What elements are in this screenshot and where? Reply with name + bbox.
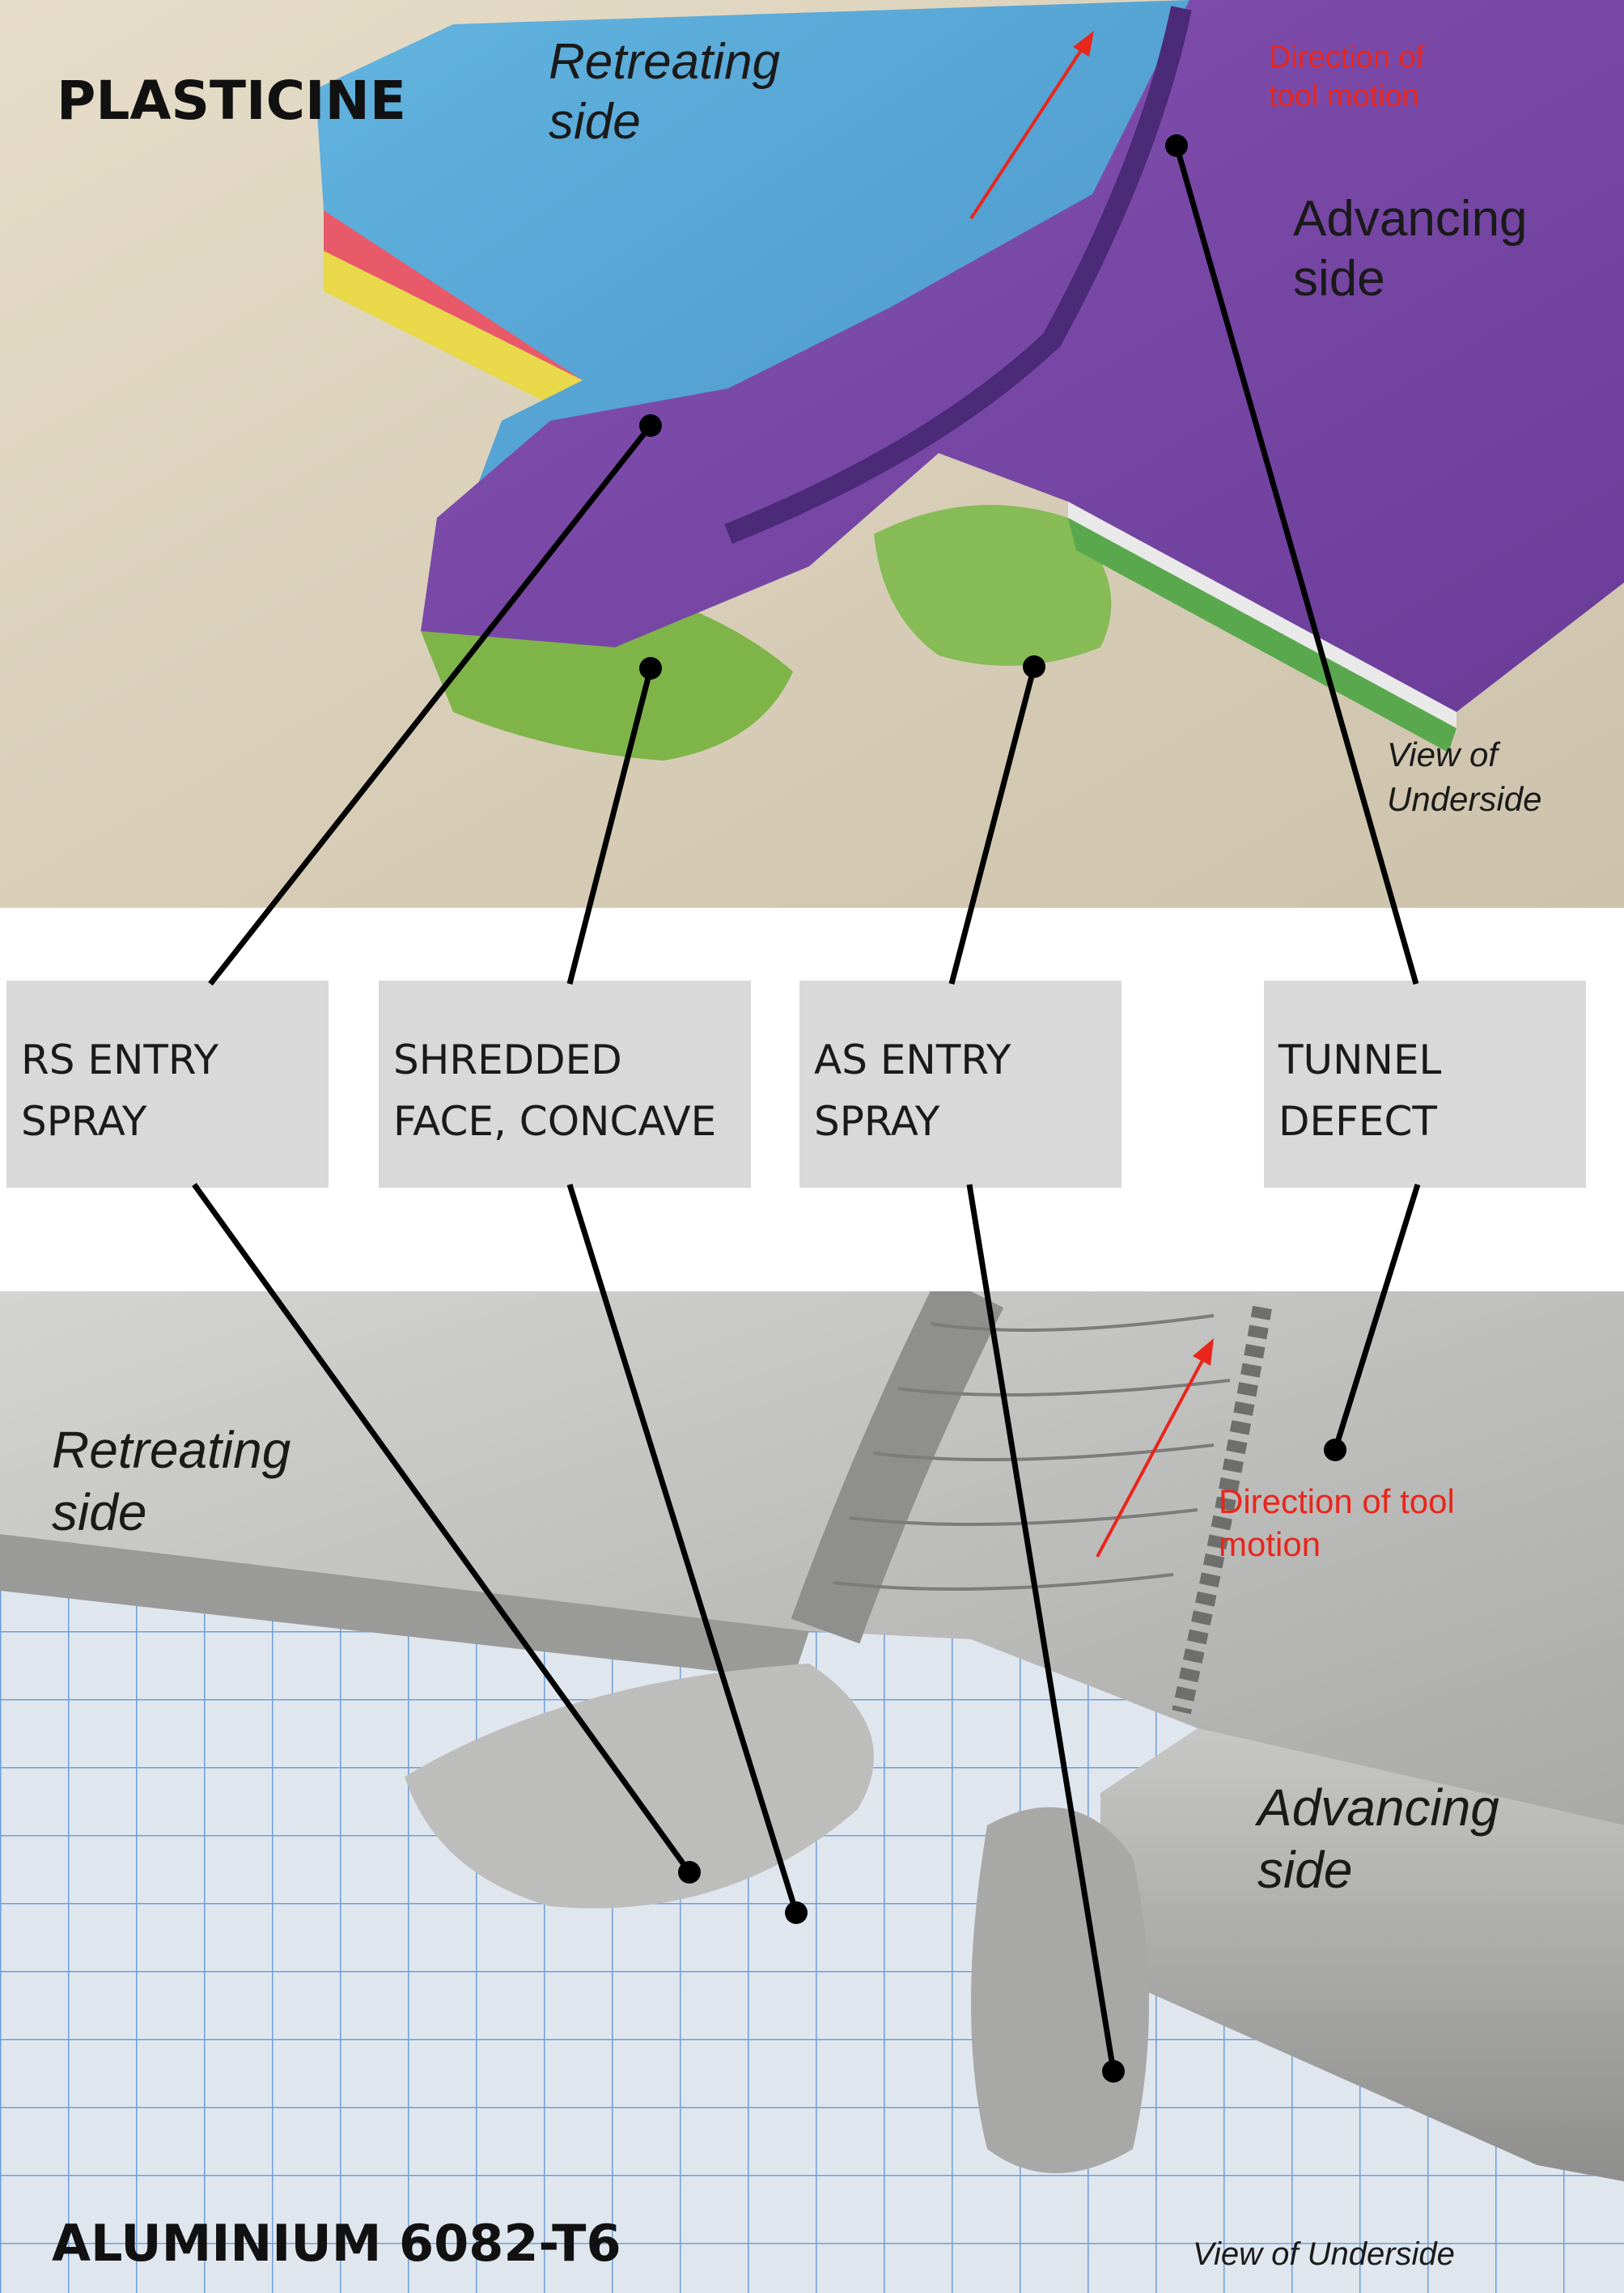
label-box-as-entry-spray: AS ENTRY SPRAY [799, 981, 1122, 1188]
aluminium-direction-label: Direction of tool motion [1219, 1482, 1455, 1563]
plasticine-advancing-side-label: Advancing side [1293, 191, 1528, 307]
tunnel-defect-seam [1172, 1305, 1272, 1714]
direction-arrowhead [1073, 31, 1094, 57]
aluminium-material-title: ALUMINIUM 6082-T6 [52, 2214, 621, 2273]
label-box-tunnel-defect: TUNNEL DEFECT [1264, 981, 1586, 1188]
aluminium-advancing-side-label: Advancing side [1257, 1778, 1499, 1899]
label-box-shredded-face: SHREDDED FACE, CONCAVE [379, 981, 751, 1188]
layer-yellow [324, 251, 583, 421]
direction-arrowhead [1193, 1338, 1214, 1366]
plasticine-material-title: PLASTICINE [57, 70, 406, 132]
advancing-plate [1100, 1728, 1624, 2181]
direction-arrow [969, 44, 1086, 220]
weld-seam [724, 6, 1192, 545]
plasticine-photo-panel: PLASTICINE Retreating side Direction of … [0, 0, 1624, 908]
aluminium-retreating-side-label: Retreating side [52, 1421, 291, 1541]
label-box-rs-entry-spray: RS ENTRY SPRAY [6, 981, 329, 1188]
plasticine-photo [0, 0, 1624, 908]
plasticine-retreating-side-label: Retreating side [549, 34, 781, 150]
as-entry-spray-debris [874, 505, 1112, 666]
aluminium-photo-panel: Retreating side Direction of tool motion… [0, 1291, 1624, 2293]
aluminium-view-label: View of Underside [1193, 2236, 1455, 2272]
plasticine-direction-label: Direction of tool motion [1269, 40, 1425, 113]
as-entry-spray-debris [971, 1807, 1149, 2173]
plasticine-view-label: View of Underside [1387, 735, 1542, 818]
